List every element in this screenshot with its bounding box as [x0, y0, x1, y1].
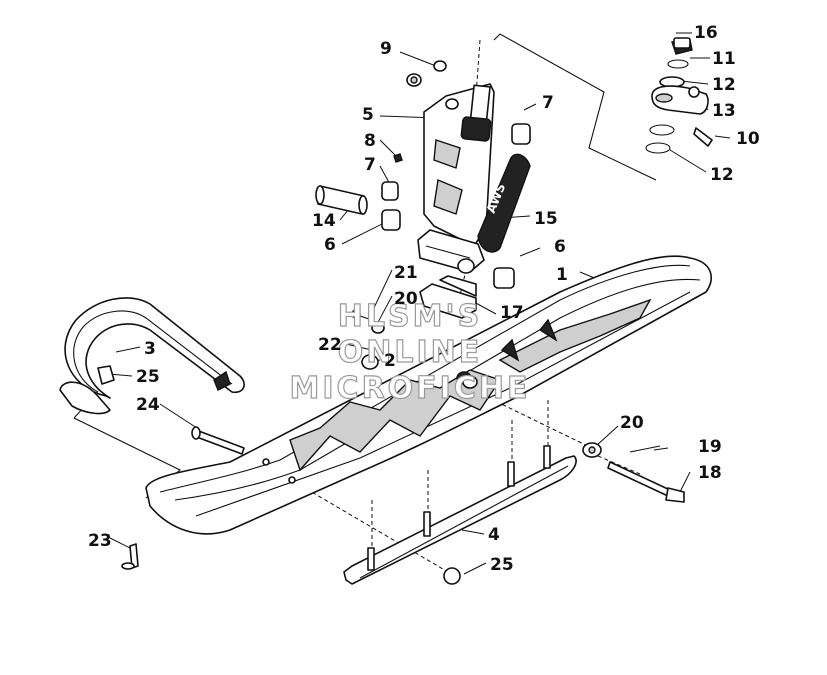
callout-25-upper: 25: [136, 367, 160, 387]
bracket-line-clamp: [493, 33, 657, 181]
callout-6-right: 6: [554, 237, 566, 257]
callout-24: 24: [136, 395, 160, 415]
ski-saddle: [419, 275, 477, 319]
callout-20-upper: 20: [394, 289, 418, 309]
wear-bar-studs: [367, 445, 551, 571]
watermark-line-1: HLSM'S: [338, 299, 482, 334]
callout-13: 13: [712, 101, 736, 121]
shock-body: [477, 153, 531, 253]
bushings: [315, 123, 531, 289]
watermark-line-3: MICROFICHE: [290, 371, 531, 406]
callout-11: 11: [712, 49, 736, 69]
bolts-and-nuts: [97, 365, 685, 585]
ski-loop-body: [64, 297, 245, 399]
callout-18: 18: [698, 463, 722, 483]
wear-bar-body: [343, 455, 577, 585]
callout-25-lower: 25: [490, 555, 514, 575]
callout-19: 19: [698, 437, 722, 457]
callout-2: 2: [384, 351, 396, 371]
callout-23: 23: [88, 531, 112, 551]
spindle-hardware: [393, 60, 447, 163]
callout-15: 15: [534, 209, 558, 229]
callout-3: 3: [144, 339, 156, 359]
callout-1: 1: [556, 265, 568, 285]
callout-8: 8: [364, 131, 376, 151]
ski-ribbing: [289, 369, 502, 472]
callout-5: 5: [362, 105, 374, 125]
ski-body: [145, 255, 712, 535]
callout-14: 14: [312, 211, 336, 231]
shock-absorber: AWS: [460, 84, 531, 253]
clamp-assembly: [645, 37, 713, 154]
bumper-bolt: [193, 429, 245, 455]
wear-bar: [343, 445, 577, 585]
callout-6-left: 6: [324, 235, 336, 255]
callout-7-left: 7: [364, 155, 376, 175]
spindle-bolt-hardware: [351, 309, 478, 389]
callout-12-lower: 12: [710, 165, 734, 185]
callout-4: 4: [488, 525, 500, 545]
shock-spring-cap: [460, 116, 492, 142]
callout-21: 21: [394, 263, 418, 283]
spindle-bolt: [607, 461, 671, 497]
callout-17: 17: [500, 303, 524, 323]
watermark-line-2: ONLINE: [338, 335, 483, 370]
watermark: HLSM'S ONLINE MICROFICHE: [289, 298, 531, 406]
callout-20-lower: 20: [620, 413, 644, 433]
callout-numbers: 16 11 12 13 10 12 9 5 7 8 7 14 6 15 6 1 …: [88, 23, 760, 575]
callout-10: 10: [736, 129, 760, 149]
callout-22: 22: [318, 335, 342, 355]
callout-7-right: 7: [542, 93, 554, 113]
callout-16: 16: [694, 23, 718, 43]
ski-loop: [59, 297, 245, 415]
callout-9: 9: [380, 39, 392, 59]
callout-12-upper: 12: [712, 75, 736, 95]
